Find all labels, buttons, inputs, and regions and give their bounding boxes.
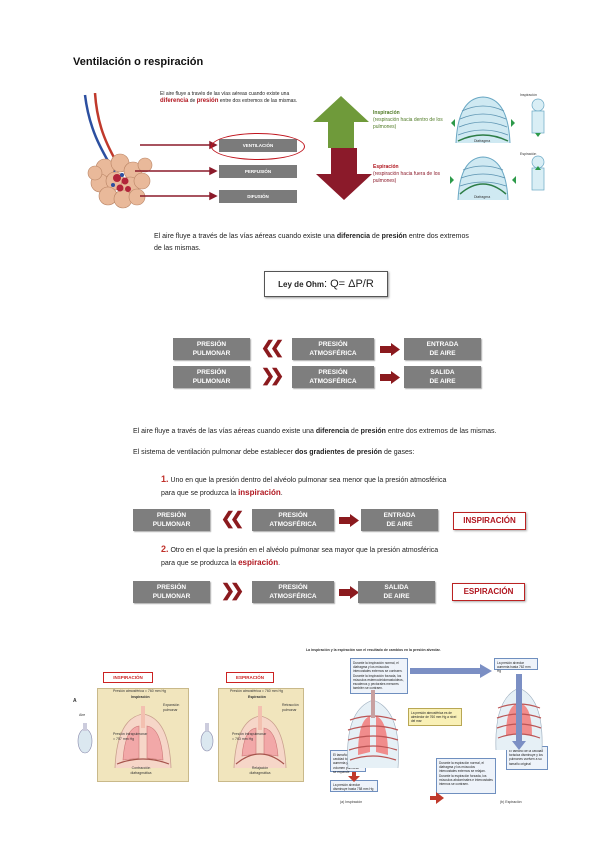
ohm-law-box: Ley de Ohm: Q= ΔP/R	[264, 271, 388, 297]
panel-title-inspiracion: INSPIRACIÓN	[103, 672, 153, 683]
up-arrow-icon	[313, 96, 369, 148]
page-title: Ventilación o respiración	[73, 56, 204, 68]
item-2-text: 2. Otro en el que la presión en el alvéo…	[161, 544, 439, 567]
inspiration-ribcage-icon	[347, 690, 399, 769]
thorax-expiration-figure: Espiración Diafragma	[448, 150, 558, 202]
inspiracion-tag: INSPIRACIÓN	[453, 512, 526, 530]
arrow-right-icon	[380, 343, 400, 356]
alveoli-illustration	[75, 92, 155, 213]
chevron-left-icon: ❮❮	[220, 509, 245, 528]
paragraph-1: El aire fluye a través de las vías aérea…	[154, 233, 469, 252]
espiracion-caption: Espiración (respiración hacia fuera de l…	[373, 164, 440, 184]
difusion-button: DIFUSIÓN	[219, 190, 297, 203]
chevron-right-icon: ❯❯	[220, 581, 245, 600]
expiration-panel: ESPIRACIÓN Presión atmosférica = 760 mm …	[196, 665, 306, 785]
flow-arrows	[348, 664, 526, 804]
chevron-left-icon: ❮❮	[260, 338, 285, 357]
ventilacion-highlight-ellipse	[211, 133, 305, 160]
down-arrow-icon	[316, 148, 372, 200]
pressure-change-figure: La inspiración y la espiración son el re…	[306, 646, 560, 811]
thorax-inspiration-figure: Inspiración Diafragma	[448, 93, 558, 145]
arrow-right-icon	[339, 514, 359, 527]
paragraph-3: El sistema de ventilación pulmonar debe …	[133, 449, 415, 456]
paragraph-2: El aire fluye a través de las vías aérea…	[133, 428, 497, 435]
panel-title-espiracion: ESPIRACIÓN	[226, 672, 274, 683]
espiracion-tag: ESPIRACIÓN	[452, 583, 525, 601]
inspiracion-caption: Inspiración (respiración hacia dentro de…	[373, 110, 443, 130]
perfusion-button: PERFUSIÓN	[219, 165, 297, 178]
top-intro-text: El aire fluye a través de las vías aérea…	[160, 91, 298, 104]
item-1-text: 1. Uno en que la presión dentro del alvé…	[161, 474, 447, 497]
inspiration-panel: INSPIRACIÓN Presión atmosférica = 760 mm…	[73, 665, 189, 785]
arrow-right-icon	[380, 371, 400, 384]
pointer-arrows	[135, 140, 218, 201]
arrow-right-icon	[339, 586, 359, 599]
chevron-right-icon: ❯❯	[260, 366, 285, 385]
